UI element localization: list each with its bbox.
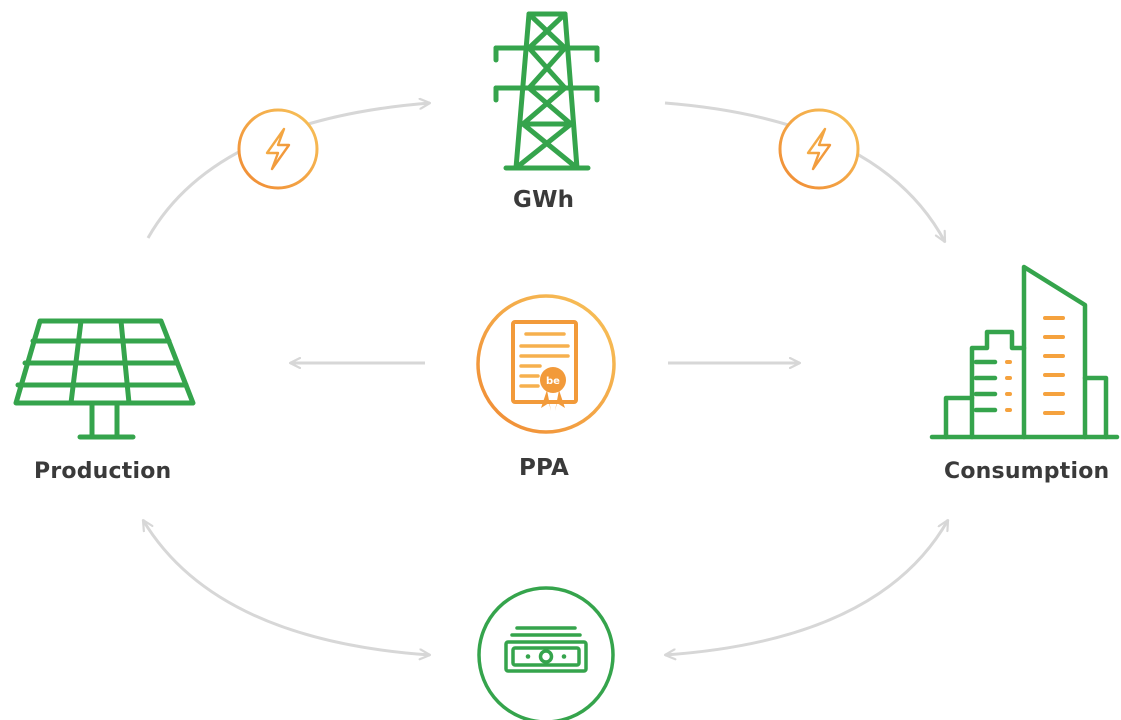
lightning-icon xyxy=(778,108,860,190)
consumption-label: Consumption xyxy=(944,459,1110,484)
arrow-payment-production xyxy=(141,520,430,655)
transmission-tower-icon xyxy=(493,11,600,171)
production-label: Production xyxy=(34,459,172,484)
grid-label: GWh xyxy=(513,187,575,213)
solar-panel-icon xyxy=(13,318,196,440)
lightning-icon xyxy=(237,108,319,190)
certificate-icon: be xyxy=(476,294,616,434)
buildings-icon xyxy=(929,264,1120,440)
arrow-payment-consumption xyxy=(665,520,950,655)
ppa-label: PPA xyxy=(519,455,570,481)
money-icon xyxy=(477,586,615,720)
svg-text:be: be xyxy=(546,376,560,387)
